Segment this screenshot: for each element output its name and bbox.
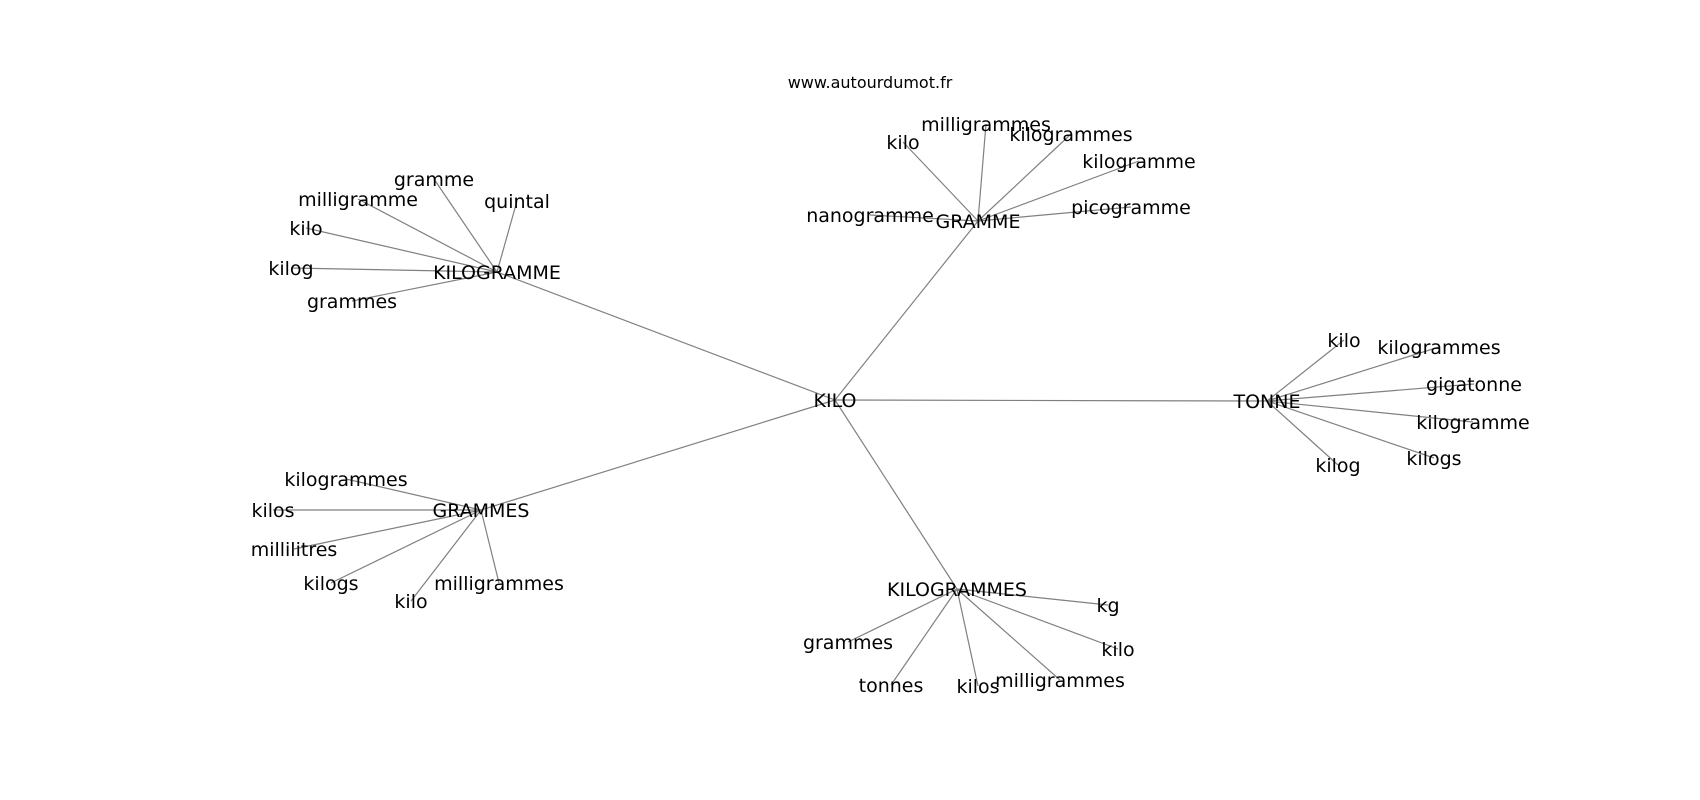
- node-leaf-kilogramme-kilo: kilo: [289, 218, 322, 240]
- edge-root-to-grammes: [480, 399, 836, 511]
- edge-tonne-to-kilogrammes: [1266, 346, 1440, 402]
- node-leaf-grammes-milligrammes: milligrammes: [434, 573, 564, 595]
- edge-kilogramme-to-milligramme: [357, 198, 498, 273]
- edge-gramme-to-milligrammes: [977, 123, 987, 222]
- node-root-kilo: KILO: [814, 390, 857, 412]
- edge-tonne-to-kilogramme: [1266, 400, 1474, 423]
- node-leaf-gramme-kilogramme: kilogramme: [1082, 151, 1195, 173]
- node-leaf-tonne-kilogramme: kilogramme: [1416, 412, 1529, 434]
- edge-kilogrammes-to-tonnes: [890, 588, 958, 686]
- edge-root-to-kilogrammes: [834, 399, 958, 590]
- node-leaf-tonne-gigatonne: gigatonne: [1426, 374, 1522, 396]
- node-leaf-grammes-kilos: kilos: [251, 500, 294, 522]
- node-leaf-kilogrammes-grammes: grammes: [803, 632, 893, 654]
- node-leaf-kilogramme-kilog: kilog: [268, 258, 313, 280]
- graph-edges: [273, 123, 1475, 687]
- node-leaf-grammes-kilo: kilo: [394, 591, 427, 613]
- edge-tonne-to-kilogs: [1266, 400, 1435, 459]
- edge-tonne-to-kilo: [1266, 339, 1345, 402]
- edge-gramme-to-nanogramme: [869, 214, 979, 222]
- edge-kilogrammes-to-kg: [956, 588, 1109, 606]
- node-leaf-kilogrammes-kg: kg: [1096, 595, 1119, 617]
- node-leaf-kilogrammes-kilos: kilos: [956, 676, 999, 698]
- edge-gramme-to-kilo: [902, 141, 979, 222]
- edge-kilogrammes-to-milligrammes: [956, 588, 1061, 681]
- edge-grammes-to-milligrammes: [480, 509, 500, 584]
- edge-kilogramme-to-quintal: [496, 200, 518, 273]
- node-leaf-gramme-milligrammes: milligrammes: [921, 114, 1051, 136]
- node-leaf-tonne-kilogs: kilogs: [1406, 448, 1461, 470]
- edge-grammes-to-kilo: [410, 509, 482, 602]
- node-hub-kilogrammes: KILOGRAMMES: [887, 579, 1027, 601]
- edge-root-to-kilogramme: [496, 271, 836, 401]
- edge-grammes-to-millilitres: [293, 509, 482, 550]
- edge-gramme-to-kilogramme: [977, 160, 1140, 222]
- edge-gramme-to-picogramme: [977, 206, 1132, 222]
- source-watermark: www.autourdumot.fr: [788, 73, 953, 92]
- node-hub-gramme: GRAMME: [936, 211, 1021, 233]
- node-hub-tonne: TONNE: [1233, 391, 1301, 413]
- node-leaf-tonne-kilog: kilog: [1315, 455, 1360, 477]
- node-leaf-tonne-kilogrammes: kilogrammes: [1377, 337, 1500, 359]
- edge-kilogramme-to-kilog: [290, 267, 498, 273]
- node-leaf-kilogrammes-milligrammes: milligrammes: [995, 670, 1125, 692]
- edge-root-to-tonne: [834, 399, 1268, 402]
- edge-gramme-to-kilogrammes: [977, 133, 1072, 222]
- edge-kilogrammes-to-kilos: [956, 588, 979, 687]
- node-leaf-kilogramme-milligramme: milligramme: [298, 189, 418, 211]
- node-leaf-grammes-millilitres: millilitres: [251, 539, 338, 561]
- node-hub-grammes: GRAMMES: [432, 500, 529, 522]
- edge-tonne-to-gigatonne: [1266, 383, 1475, 402]
- node-leaf-kilogrammes-tonnes: tonnes: [859, 675, 924, 697]
- node-leaf-gramme-kilogrammes: kilogrammes: [1009, 124, 1132, 146]
- edge-kilogrammes-to-kilo: [956, 588, 1119, 650]
- edge-grammes-to-kilogs: [330, 509, 482, 584]
- node-leaf-gramme-picogramme: picogramme: [1071, 197, 1191, 219]
- edge-root-to-gramme: [834, 220, 979, 401]
- edge-kilogrammes-to-grammes: [847, 588, 958, 643]
- node-leaf-grammes-kilogrammes: kilogrammes: [284, 469, 407, 491]
- edge-tonne-to-kilog: [1266, 400, 1339, 466]
- node-leaf-kilogramme-gramme: gramme: [394, 169, 474, 191]
- edge-kilogramme-to-gramme: [433, 178, 498, 273]
- edge-grammes-to-kilogrammes: [345, 478, 482, 511]
- node-leaf-grammes-kilogs: kilogs: [303, 573, 358, 595]
- edge-kilogramme-to-kilo: [305, 227, 498, 273]
- edge-kilogramme-to-grammes: [351, 271, 498, 302]
- node-leaf-kilogrammes-kilo: kilo: [1101, 639, 1134, 661]
- node-hub-kilogramme: KILOGRAMME: [433, 262, 561, 284]
- node-leaf-gramme-nanogramme: nanogramme: [806, 205, 934, 227]
- node-leaf-tonne-kilo: kilo: [1327, 330, 1360, 352]
- node-leaf-kilogramme-grammes: grammes: [307, 291, 397, 313]
- node-leaf-gramme-kilo: kilo: [886, 132, 919, 154]
- node-leaf-kilogramme-quintal: quintal: [484, 191, 550, 213]
